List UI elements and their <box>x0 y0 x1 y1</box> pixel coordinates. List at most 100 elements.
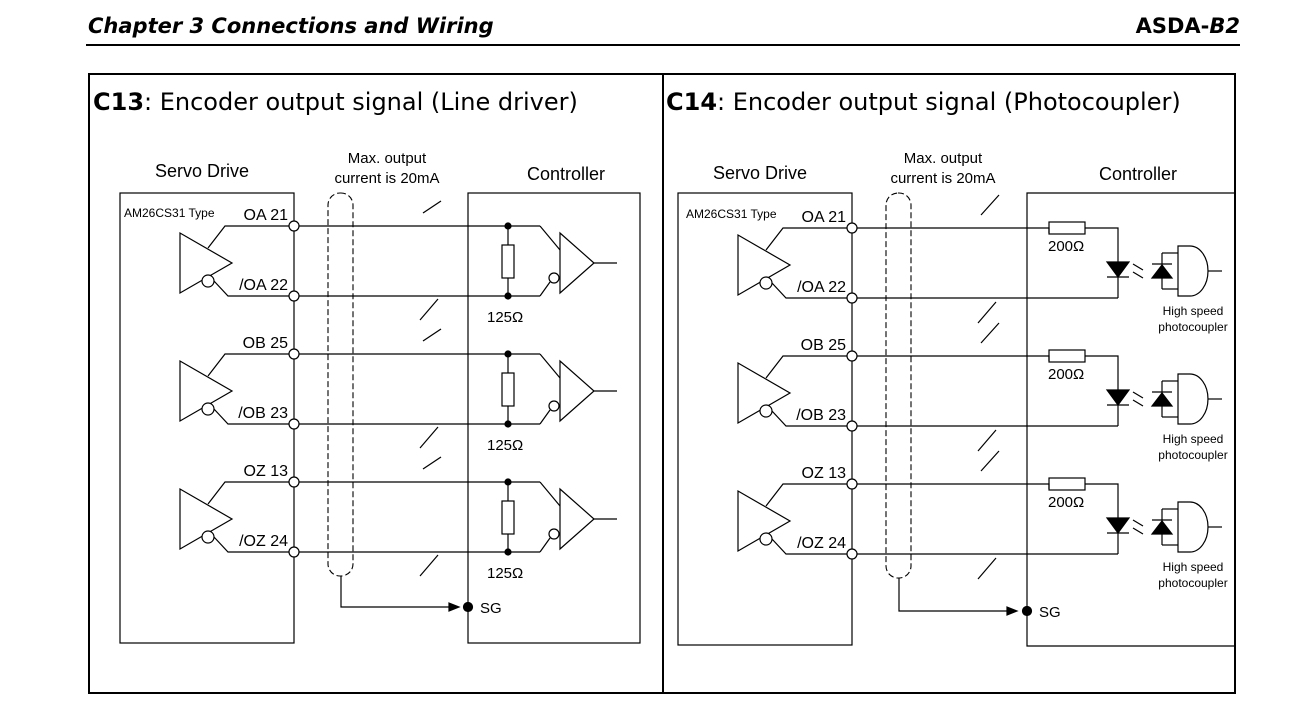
series-resistor <box>1048 349 1086 363</box>
inverting-bubble <box>201 274 215 288</box>
pin-label: /OZ 24 <box>797 535 846 552</box>
current-limit-label: current is 20mA <box>890 170 995 187</box>
driver-out-negative <box>213 408 294 425</box>
servo-drive-box <box>119 192 295 644</box>
controller-box <box>1026 192 1236 647</box>
model-prefix: ASDA- <box>1135 14 1210 38</box>
resistor-value: 125Ω <box>487 437 523 454</box>
ground-label: SG <box>480 600 502 617</box>
termination-resistor <box>501 244 515 279</box>
pin-label: /OB 23 <box>796 407 846 424</box>
receiver-in <box>539 481 561 507</box>
series-resistor <box>1048 221 1086 235</box>
pin-terminal <box>288 348 300 360</box>
c14-code: C14 <box>666 88 718 116</box>
receiver-in <box>539 225 561 251</box>
pin-label: /OB 23 <box>238 405 288 422</box>
led-triangle <box>1105 517 1131 535</box>
coupler-label-line1: High speed <box>1163 304 1224 318</box>
coupler-label-line2: photocoupler <box>1158 448 1227 462</box>
driver-out-positive <box>207 225 294 249</box>
pin-label: OZ 13 <box>244 463 289 480</box>
c14-title: C14: Encoder output signal (Photocoupler… <box>666 88 1181 116</box>
pin-label: OB 25 <box>801 337 846 354</box>
resistor-value: 200Ω <box>1048 494 1084 511</box>
header-rule <box>86 44 1240 46</box>
receiver-bubble <box>548 272 560 284</box>
driver-out-positive <box>765 355 852 379</box>
ground-wire <box>340 576 458 608</box>
ground-arrow <box>1006 606 1019 616</box>
pin-terminal <box>846 350 858 362</box>
driver-type-label: AM26CS31 Type <box>124 206 215 220</box>
driver-out-negative <box>771 282 852 299</box>
coupler-label-line1: High speed <box>1163 432 1224 446</box>
receiver-in <box>539 281 551 297</box>
cable-shield <box>885 192 912 579</box>
inverting-bubble <box>759 404 773 418</box>
pin-label: /OA 22 <box>239 277 288 294</box>
coupler-gate <box>1177 245 1209 297</box>
cable-break-mark <box>419 426 439 449</box>
cable-break-mark <box>980 194 1000 216</box>
receiver-bubble <box>548 400 560 412</box>
cable-break-mark <box>422 456 442 470</box>
c13-code: C13 <box>93 88 145 116</box>
driver-out-positive <box>207 481 294 505</box>
servo-drive-box <box>677 192 853 646</box>
driver-out-positive <box>765 227 852 251</box>
cable-break-mark <box>980 450 1000 472</box>
driver-out-negative <box>213 536 294 553</box>
inverting-bubble <box>201 530 215 544</box>
c14-title-text: : Encoder output signal (Photocoupler) <box>717 88 1181 116</box>
pin-terminal <box>846 548 858 560</box>
pin-label: OA 21 <box>802 209 847 226</box>
line-receiver-triangle <box>559 231 595 295</box>
ground-arrow <box>448 602 461 612</box>
panel-divider <box>662 73 664 694</box>
cable-break-mark <box>980 322 1000 344</box>
coupler-gate <box>1177 373 1209 425</box>
chapter-header: Chapter 3 Connections and Wiring <box>88 14 494 38</box>
controller-label: Controller <box>527 164 605 184</box>
pin-terminal <box>846 292 858 304</box>
pin-terminal <box>288 220 300 232</box>
driver-out-negative <box>213 280 294 297</box>
cable-break-mark <box>419 554 439 577</box>
coupler-label-line2: photocoupler <box>1158 320 1227 334</box>
pin-terminal <box>288 476 300 488</box>
coupler-label-line1: High speed <box>1163 560 1224 574</box>
line-receiver-triangle <box>559 359 595 423</box>
receiver-in <box>539 409 551 425</box>
resistor-value: 200Ω <box>1048 238 1084 255</box>
ground-label: SG <box>1039 604 1061 621</box>
receiver-in <box>539 353 561 379</box>
inverting-bubble <box>759 276 773 290</box>
ground-wire <box>898 578 1016 612</box>
pin-label: OZ 13 <box>802 465 847 482</box>
coupler-label-line2: photocoupler <box>1158 576 1227 590</box>
resistor-lead <box>1085 355 1119 390</box>
pin-label: /OA 22 <box>797 279 846 296</box>
resistor-lead <box>1085 483 1119 518</box>
c13-title: C13: Encoder output signal (Line driver) <box>93 88 578 116</box>
driver-out-positive <box>765 483 852 507</box>
termination-resistor <box>501 500 515 535</box>
light-arrows <box>1132 263 1144 279</box>
cable-shield <box>327 192 354 577</box>
cable-break-mark <box>977 301 997 324</box>
controller-label: Controller <box>1099 164 1177 184</box>
ground-terminal <box>1021 605 1033 617</box>
pin-label: /OZ 24 <box>239 533 288 550</box>
cable-break-mark <box>977 429 997 452</box>
model-header: ASDA-B2 <box>1136 14 1240 38</box>
max-output-label: Max. output <box>348 150 427 167</box>
pin-label: OA 21 <box>244 207 289 224</box>
light-arrows <box>1132 519 1144 535</box>
max-output-label: Max. output <box>904 150 983 167</box>
line-receiver-triangle <box>559 487 595 551</box>
servo-drive-label: Servo Drive <box>155 161 249 181</box>
coupler-gate <box>1177 501 1209 553</box>
servo-drive-label: Servo Drive <box>713 163 807 183</box>
driver-out-negative <box>771 410 852 427</box>
